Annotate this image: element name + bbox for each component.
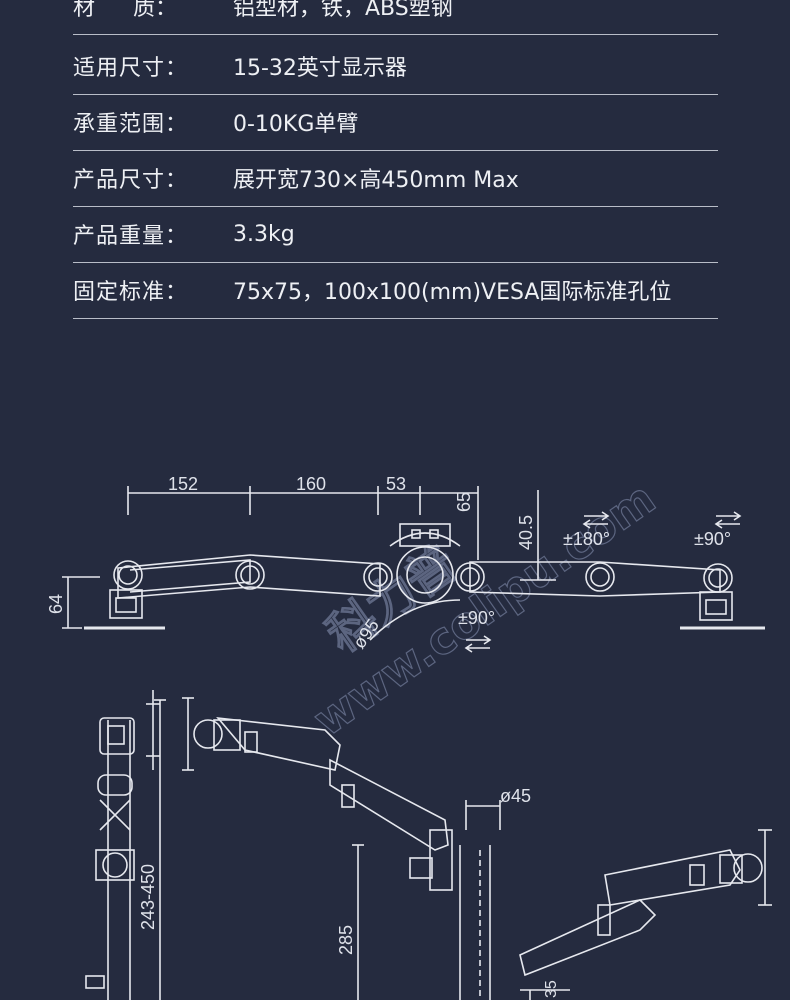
- rot-arrow-icon: [714, 511, 742, 529]
- dim-53: 53: [386, 474, 406, 494]
- side-view-folded: [85, 690, 166, 1000]
- spec-value: 15-32英寸显示器: [233, 56, 407, 81]
- spec-row-weight: 产品重量： 3.3kg: [73, 206, 718, 263]
- dim-152: 152: [168, 474, 198, 494]
- rot-arrow-icon: [464, 635, 492, 653]
- spec-label-part-b: 质：: [133, 0, 178, 21]
- spec-row-material: 材 质： 铝型材，铁，ABS塑钢: [73, 0, 718, 35]
- spec-label: 固定标准：: [73, 280, 189, 305]
- side-view-lower-arm: [519, 829, 772, 977]
- dim-35: 35: [543, 980, 560, 998]
- rot-180-label: ±180°: [563, 529, 610, 549]
- spec-value: 75x75，100x100(mm)VESA国际标准孔位: [233, 280, 672, 305]
- spec-label: 材 质：: [73, 0, 233, 22]
- spec-value: 展开宽730×高450mm Max: [233, 168, 519, 193]
- spec-label: 适用尺寸：: [73, 56, 189, 81]
- top-view-arm: [84, 523, 765, 630]
- dim-285: 285: [336, 925, 356, 955]
- top-view-dimensions: [62, 486, 556, 629]
- spec-row-mount-standard: 固定标准： 75x75，100x100(mm)VESA国际标准孔位: [73, 262, 718, 319]
- dim-243-450: 243-450: [138, 864, 158, 930]
- spec-label: 产品尺寸：: [73, 168, 189, 193]
- spec-label: 产品重量：: [73, 224, 189, 249]
- spec-label-part-a: 材: [73, 0, 96, 21]
- dim-45: ø45: [500, 786, 531, 806]
- rot-arrow-icon: [582, 511, 610, 529]
- spec-label: 承重范围：: [73, 112, 189, 137]
- spec-value: 铝型材，铁，ABS塑钢: [233, 0, 453, 21]
- side-view-extended: [182, 697, 570, 1000]
- spec-row-dimensions: 产品尺寸： 展开宽730×高450mm Max: [73, 150, 718, 207]
- dim-64: 64: [46, 594, 66, 614]
- spec-row-screen-size: 适用尺寸： 15-32英寸显示器: [73, 38, 718, 95]
- dim-160: 160: [296, 474, 326, 494]
- rot-90-right-label: ±90°: [694, 529, 731, 549]
- dim-65: 65: [454, 492, 474, 512]
- spec-value: 0-10KG单臂: [233, 112, 359, 137]
- spec-value: 3.3kg: [233, 221, 295, 247]
- spec-row-load: 承重范围： 0-10KG单臂: [73, 94, 718, 151]
- rot-90-bottom-label: ±90°: [458, 608, 495, 628]
- dim-40-5: 40.5: [516, 515, 536, 550]
